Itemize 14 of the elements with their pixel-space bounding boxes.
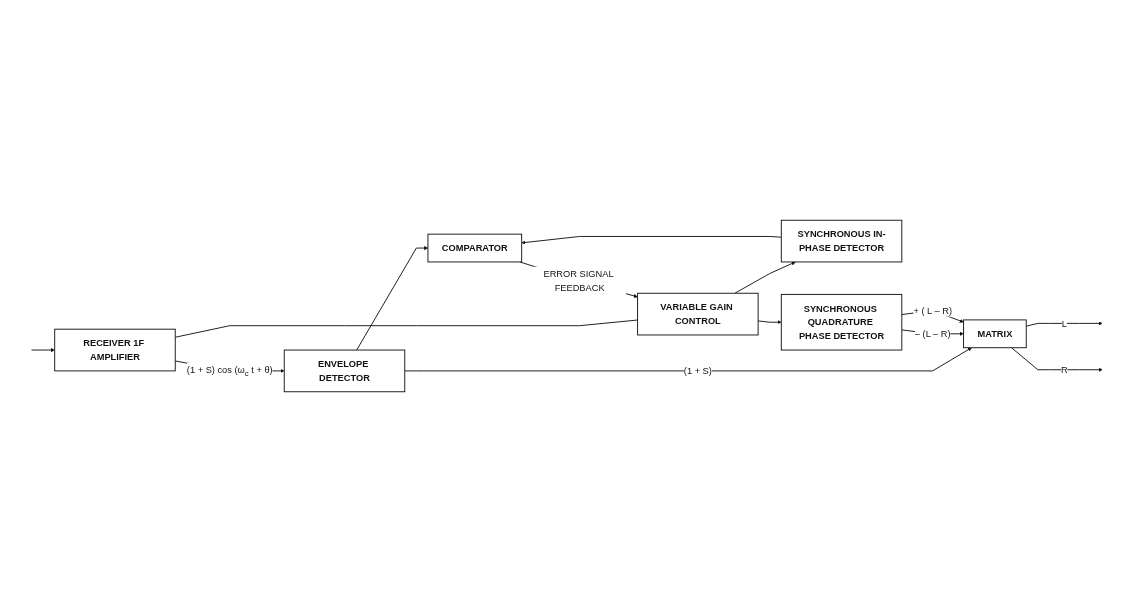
edge-label: L [1061, 318, 1067, 329]
block: MATRIX [963, 319, 1027, 349]
edge-label: R [1061, 364, 1068, 375]
edge-label: ERROR SIGNAL FEEDBACK [543, 268, 614, 293]
edge-label: – (L – R) [914, 328, 951, 339]
block: ENVELOPE DETECTOR [283, 349, 406, 393]
block: RECEIVER 1F AMPLIFIER [54, 328, 176, 372]
edge-label: + ( L – R) [913, 305, 952, 316]
block: SYNCHRONOUS QUADRATURE PHASE DETECTOR [780, 293, 903, 351]
edge-label: (1 + S) cos (ω$_{c}$ t + θ) [186, 364, 273, 378]
block: SYNCHRONOUS IN-PHASE DETECTOR [780, 219, 903, 263]
edge-label: (1 + S) [683, 365, 712, 376]
block: COMPARATOR [427, 233, 523, 263]
block: VARIABLE GAIN CONTROL [637, 292, 759, 336]
